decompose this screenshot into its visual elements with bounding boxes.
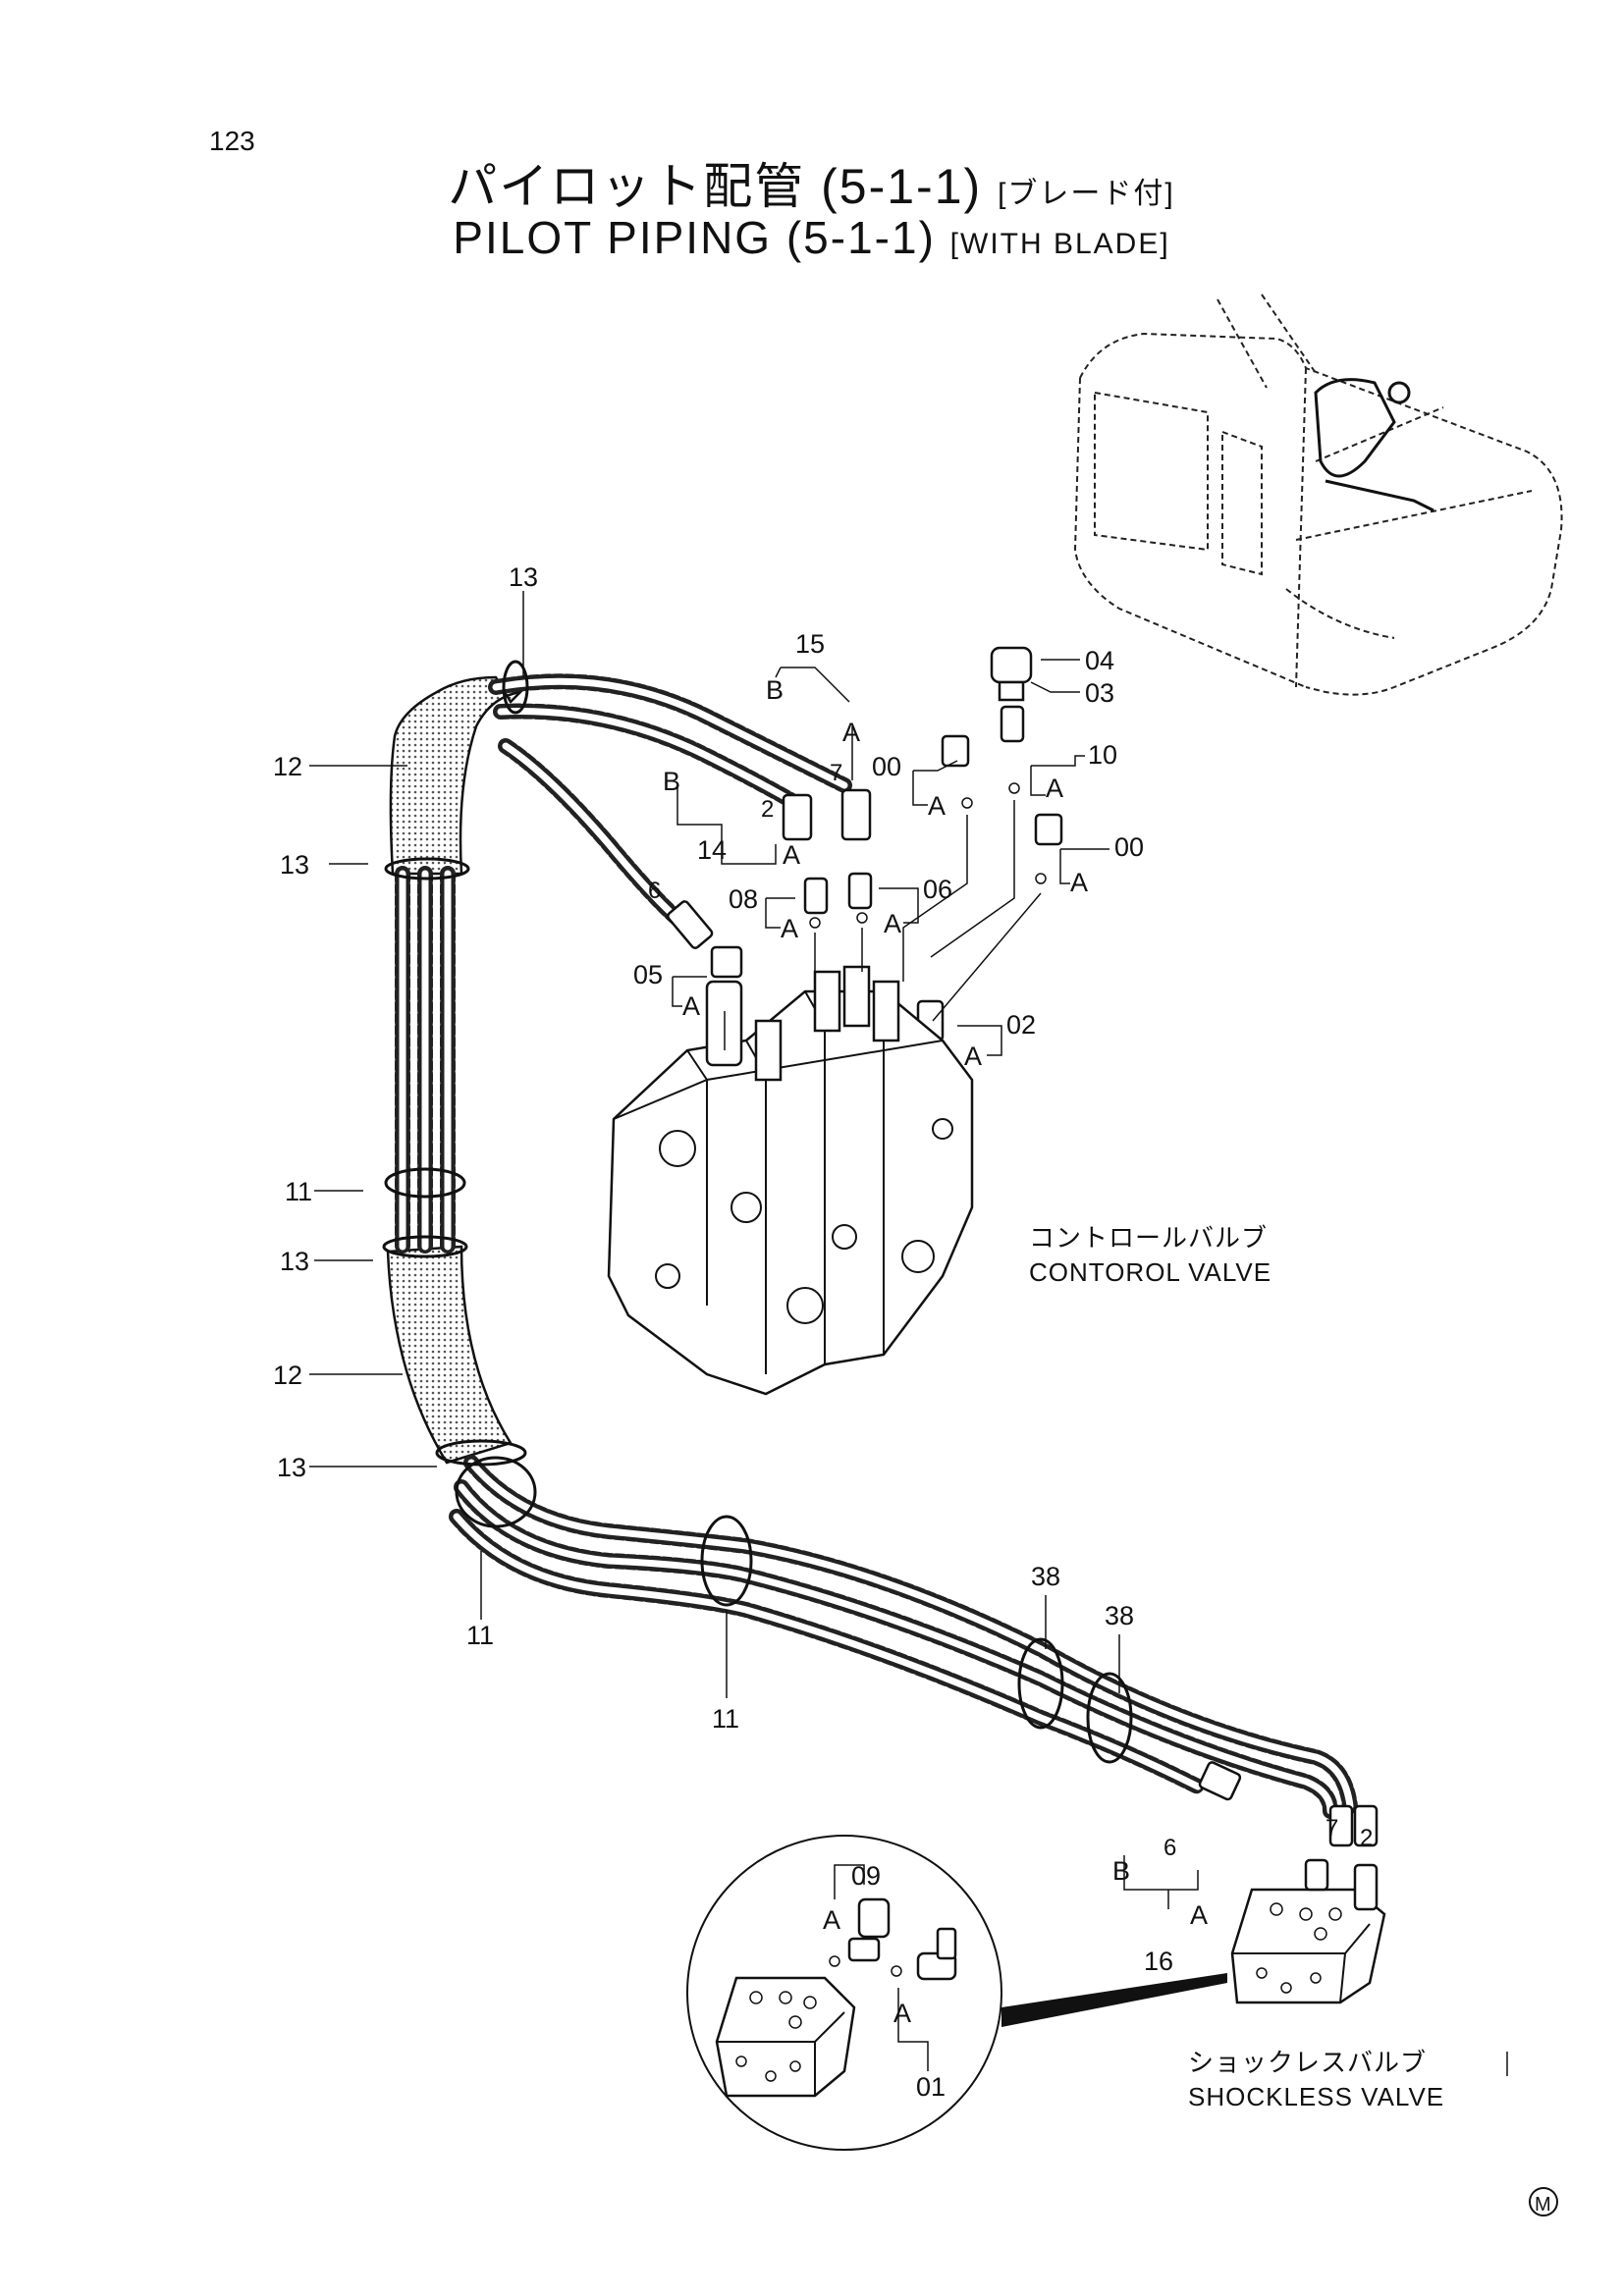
protective-tube-lower (386, 1245, 513, 1465)
callout-00-b: 00 (1114, 832, 1144, 862)
page-title-jp: パイロット配管 (5-1-1) [ブレード付] (0, 147, 1623, 218)
callout-15: 15 (795, 629, 825, 659)
hose-bundle-lower (449, 1455, 1358, 1819)
label-n6-top: 6 (648, 878, 661, 904)
protective-tube-upper (389, 675, 524, 876)
label-B-16: B (1112, 1856, 1130, 1886)
hose-bundle-vertical (395, 866, 456, 1255)
control-valve-caption-en: CONTOROL VALVE (1029, 1257, 1271, 1287)
callout-14: 14 (697, 835, 727, 865)
label-A-00a: A (928, 791, 946, 821)
page-title-en: PILOT PIPING (5-1-1) [WITH BLADE] (0, 211, 1623, 264)
callout-10: 10 (1088, 740, 1117, 770)
page-number: 123 (209, 126, 255, 156)
label-n2-top: 2 (761, 796, 774, 823)
clamps (382, 660, 1133, 1764)
shockless-valve-caption-jp: ショックレスバルブ (1188, 2048, 1427, 2077)
label-A-05: A (682, 991, 700, 1021)
callout-03: 03 (1085, 678, 1114, 708)
callout-06: 06 (923, 875, 952, 904)
callout-38-b: 38 (1105, 1601, 1134, 1630)
title-jp-suffix: [ブレード付] (998, 178, 1175, 210)
callout-labels: 13 12 13 11 13 12 13 11 11 15 B A 7 B 2 … (273, 562, 1373, 2102)
label-A-01: A (893, 1999, 911, 2028)
label-A-06: A (884, 909, 901, 938)
label-A-09: A (823, 1905, 840, 1935)
label-n6-bot: 6 (1163, 1835, 1176, 1861)
callout-12-low: 12 (273, 1361, 302, 1390)
callout-05: 05 (633, 960, 663, 989)
title-en-text: PILOT PIPING (5-1-1) (453, 212, 936, 263)
title-en-suffix: [WITH BLADE] (949, 228, 1170, 260)
callout-00-a: 00 (872, 752, 901, 781)
label-A-08: A (781, 914, 798, 943)
label-n2-bot: 2 (1360, 1825, 1373, 1851)
control-valve (607, 965, 974, 1396)
mark-letter: M (1535, 2194, 1551, 2216)
detail-magnifier (686, 1835, 1227, 2151)
label-n7-bot: 7 (1325, 1815, 1338, 1842)
locator-highlight (1314, 378, 1434, 512)
callout-13-top: 13 (509, 562, 538, 592)
callout-16: 16 (1144, 1947, 1173, 1976)
label-A-14: A (783, 840, 800, 870)
circled-m-mark: M (1529, 2187, 1558, 2216)
callout-01: 01 (916, 2072, 946, 2102)
captions: コントロールバルブ CONTOROL VALVE ショックレスバルブ SHOCK… (1029, 1223, 1444, 2111)
callout-11-left: 11 (285, 1177, 312, 1206)
label-A-15: A (842, 718, 860, 747)
callout-09: 09 (851, 1861, 881, 1891)
valve-fittings (710, 646, 1063, 1066)
callout-02: 02 (1006, 1010, 1036, 1040)
hose-fittings (667, 788, 1379, 1847)
label-n7-top: 7 (830, 760, 842, 786)
callout-leaders (309, 591, 1199, 2071)
callout-13-left2: 13 (280, 1247, 309, 1276)
callout-12-top: 12 (273, 752, 302, 781)
label-B-14: B (663, 767, 680, 796)
label-A-10: A (1046, 774, 1063, 803)
callout-13-low: 13 (277, 1453, 306, 1482)
callout-04: 04 (1085, 646, 1114, 675)
callout-11-center: 11 (712, 1704, 739, 1734)
callout-08: 08 (729, 884, 758, 914)
title-jp-text: パイロット配管 (5-1-1) (448, 159, 983, 214)
label-B-15: B (766, 675, 784, 705)
label-A-00b: A (1070, 868, 1088, 897)
leader-lines-valve (724, 800, 1042, 1050)
callout-38-a: 38 (1031, 1562, 1060, 1591)
excavator-locator-sketch (1073, 294, 1563, 696)
shockless-valve-caption-en: SHOCKLESS VALVE (1188, 2082, 1444, 2111)
shockless-valve (1230, 1858, 1386, 2004)
callout-13-mid: 13 (280, 850, 309, 880)
label-A-16: A (1190, 1900, 1208, 1930)
label-A-02: A (964, 1041, 982, 1071)
control-valve-caption-jp: コントロールバルブ (1029, 1223, 1268, 1253)
hose-bundle-upper (488, 673, 852, 931)
callout-11-bottom: 11 (466, 1621, 494, 1650)
